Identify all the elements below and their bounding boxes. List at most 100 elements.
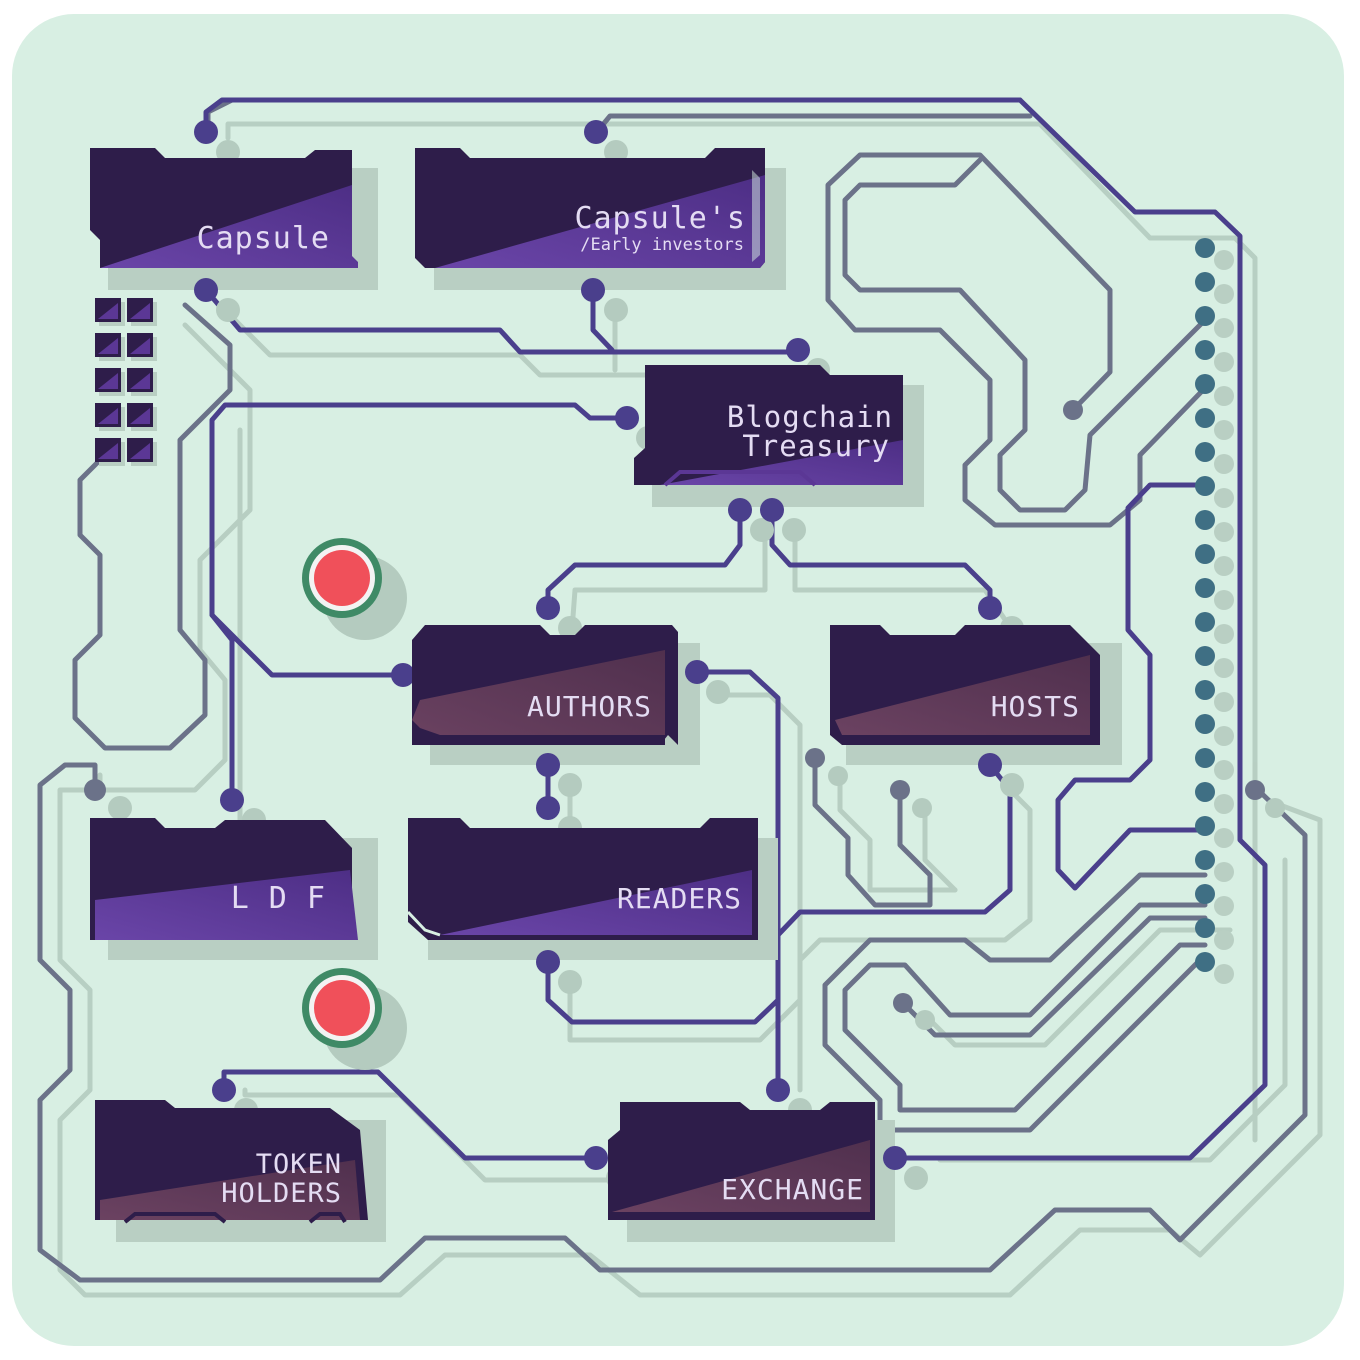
traces-muted — [37, 97, 1308, 1283]
pads — [84, 120, 1265, 1170]
pin — [1195, 884, 1215, 904]
node-treasury-label-2: Treasury — [742, 429, 890, 463]
node-ldf-label: L D F — [231, 881, 326, 916]
pad-authors-bottom — [536, 753, 560, 777]
pin-shadow — [1214, 760, 1234, 780]
node-token-holders: TOKEN HOLDERS — [95, 1100, 368, 1224]
node-exchange: EXCHANGE — [608, 1102, 875, 1220]
pad-exchange-top — [766, 1078, 790, 1102]
pad-grey-c — [890, 780, 910, 800]
node-readers: READERS — [406, 818, 758, 940]
node-authors: AUTHORS — [412, 625, 678, 745]
pin-shadow — [1214, 828, 1234, 848]
pin — [1195, 612, 1215, 632]
pin-shadow — [1214, 454, 1234, 474]
pin-shadow — [1214, 964, 1234, 984]
node-capsule-investors-label-2: /Early investors — [580, 235, 744, 255]
pad-readers-bottom — [536, 950, 560, 974]
resistor-accent — [130, 303, 150, 319]
node-readers-label: READERS — [617, 882, 742, 915]
pin — [1195, 408, 1215, 428]
pin — [1195, 748, 1215, 768]
pin — [1195, 340, 1215, 360]
node-token-holders-label-2: HOLDERS — [221, 1178, 342, 1209]
pin-header — [1195, 238, 1234, 984]
pin-shadow — [1214, 658, 1234, 678]
node-treasury: Blogchain Treasury — [634, 365, 903, 487]
pad-investors-top — [584, 120, 608, 144]
pad-treasury-out-a — [728, 498, 752, 522]
resistor-accent — [98, 338, 118, 354]
pin — [1195, 782, 1215, 802]
pad-readers-top — [536, 796, 560, 820]
node-token-holders-label-1: TOKEN — [256, 1149, 342, 1180]
node-capsule: Capsule — [90, 148, 358, 268]
pad-investors-bottom — [581, 278, 605, 302]
pad-token-holders-top — [212, 1078, 236, 1102]
pad-capsule-top — [194, 120, 218, 144]
resistor-accent — [98, 303, 118, 319]
pad-authors-right — [685, 660, 709, 684]
pin — [1195, 238, 1215, 258]
pin — [1195, 816, 1215, 836]
pin — [1195, 578, 1215, 598]
pin — [1195, 476, 1215, 496]
pad-exchange-left — [584, 1146, 608, 1170]
node-authors-label: AUTHORS — [527, 690, 652, 723]
resistor-accent — [130, 443, 150, 459]
pad-hosts-top — [978, 596, 1002, 620]
resistor-accent — [130, 408, 150, 424]
resistor-accent — [98, 408, 118, 424]
pad-grey-b — [805, 748, 825, 768]
pad-grey-e — [1063, 400, 1083, 420]
pad-treasury-out-b — [760, 498, 784, 522]
resistor-accent — [130, 373, 150, 389]
pin-shadow — [1214, 794, 1234, 814]
pin-shadow — [1214, 420, 1234, 440]
pin — [1195, 306, 1215, 326]
pad-grey-f — [1245, 780, 1265, 800]
pin-shadow — [1214, 250, 1234, 270]
pin-shadow — [1214, 488, 1234, 508]
pin — [1195, 272, 1215, 292]
node-treasury-label-1: Blogchain — [727, 400, 893, 434]
pin-shadow — [1214, 726, 1234, 746]
pin — [1195, 442, 1215, 462]
pin-shadow — [1214, 862, 1234, 882]
node-ldf: L D F — [90, 818, 358, 940]
pin — [1195, 680, 1215, 700]
node-capsule-investors-label-1: Capsule's — [574, 201, 746, 236]
pin-shadow — [1214, 386, 1234, 406]
resistor-accent — [98, 373, 118, 389]
pin — [1195, 918, 1215, 938]
red-button-lower[interactable] — [302, 968, 407, 1070]
pin-shadow — [1214, 352, 1234, 372]
pin-shadow — [1214, 590, 1234, 610]
node-hosts-label: HOSTS — [991, 690, 1080, 723]
resistor-array — [95, 298, 157, 466]
pin-shadow — [1214, 522, 1234, 542]
node-capsule-label: Capsule — [197, 221, 330, 256]
resistor-accent — [98, 443, 118, 459]
pad-treasury-in — [786, 338, 810, 362]
pin — [1195, 544, 1215, 564]
pad-authors-left — [391, 663, 415, 687]
pad-ldf-top — [220, 788, 244, 812]
pin — [1195, 714, 1215, 734]
pad-authors-top — [536, 596, 560, 620]
pin-shadow — [1214, 692, 1234, 712]
pin-shadow — [1214, 930, 1234, 950]
pin-shadow — [1214, 284, 1234, 304]
pin — [1195, 952, 1215, 972]
pin-shadow — [1214, 624, 1234, 644]
pin — [1195, 374, 1215, 394]
pin-shadow — [1214, 896, 1234, 916]
trace-shadows — [57, 121, 1323, 1298]
pin-shadow — [1214, 318, 1234, 338]
red-button-upper[interactable] — [302, 538, 407, 640]
pad-treasury-left — [615, 406, 639, 430]
resistor-accent — [130, 338, 150, 354]
node-exchange-label: EXCHANGE — [721, 1173, 864, 1206]
pin-shadow — [1214, 556, 1234, 576]
